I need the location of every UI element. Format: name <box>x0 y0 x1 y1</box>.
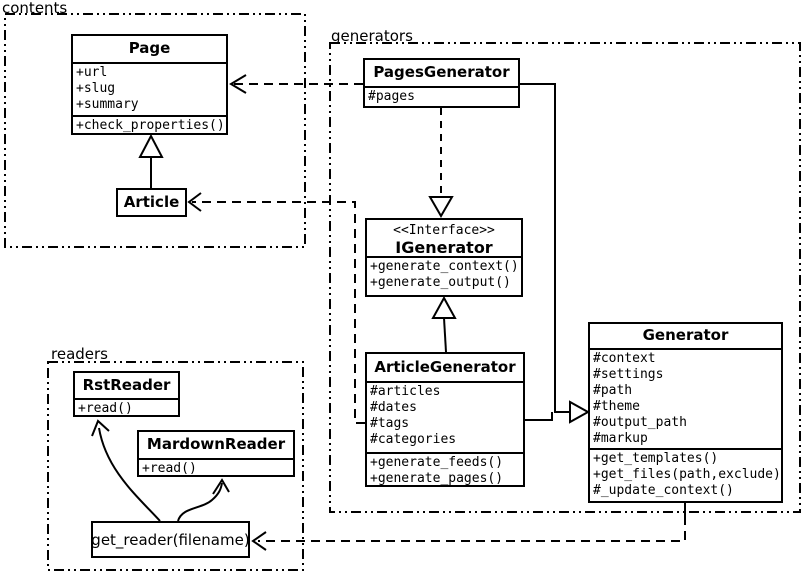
class-article-name: Article <box>123 193 180 211</box>
package-label-contents: contents <box>2 0 68 17</box>
realization-pagesgenerator-igenerator-triangle-icon <box>428 196 454 218</box>
class-generator-attributes: #context #settings #path #theme #output_… <box>590 350 781 450</box>
attribute: +url <box>76 65 108 80</box>
function-box-get-reader: get_reader(filename) <box>91 521 250 558</box>
dependency-pagesgenerator-page-arrowhead-icon <box>229 74 247 94</box>
package-readers-border <box>47 361 304 571</box>
class-rstreader-name: RstReader <box>75 373 178 400</box>
package-generators-border <box>329 42 801 513</box>
class-page-attributes: +url +slug +summary <box>73 64 226 117</box>
attribute: #categories <box>370 432 457 447</box>
attribute: #context <box>593 351 656 366</box>
dependency-articlegenerator-article-line <box>192 201 365 424</box>
class-mardownreader-methods: +read() <box>139 460 293 477</box>
package-label-generators: generators <box>331 27 413 45</box>
generalization-articlegenerator-igenerator-triangle-icon <box>431 295 457 319</box>
generalization-pagesgenerator-generator-line <box>520 83 570 413</box>
package-contents-border <box>4 13 306 248</box>
class-igenerator-name: IGenerator <box>395 238 493 257</box>
attribute: +slug <box>76 81 116 96</box>
class-articlegenerator-attributes: #articles #dates #tags #categories <box>367 383 523 454</box>
class-igenerator-header: <<Interface>> IGenerator <box>367 220 521 258</box>
dependency-generator-getreader-line <box>258 516 686 542</box>
generalization-generator-triangle-icon <box>569 400 591 424</box>
package-label-readers: readers <box>51 345 108 363</box>
class-mardownreader-name: MardownReader <box>139 432 293 460</box>
call-getreader-mardownreader-curve <box>177 482 223 522</box>
generalization-articlegenerator-igenerator-line <box>443 317 447 353</box>
class-generator: Generator #context #settings #path #them… <box>588 322 783 503</box>
method: #_update_context() <box>593 483 734 498</box>
class-rstreader: RstReader +read() <box>73 371 180 417</box>
generalization-article-page-triangle-icon <box>138 133 164 158</box>
attribute: #tags <box>370 416 410 431</box>
attribute: #dates <box>370 400 417 415</box>
class-page-methods: +check_properties() <box>73 117 226 134</box>
call-getreader-mardownreader-arrowhead-icon <box>212 478 230 495</box>
class-article: Article <box>116 188 187 217</box>
attribute: #articles <box>370 384 441 399</box>
generalization-articlegenerator-generator-line <box>525 412 553 421</box>
method: +read() <box>142 461 197 476</box>
call-getreader-rstreader-curve <box>98 427 161 522</box>
call-getreader-rstreader-arrowhead-icon <box>91 419 110 437</box>
class-articlegenerator-name: ArticleGenerator <box>367 354 523 383</box>
attribute: #theme <box>593 399 640 414</box>
method: +read() <box>78 401 133 416</box>
method: +generate_output() <box>370 275 511 290</box>
class-pagesgenerator-attributes: #pages <box>365 88 518 105</box>
class-igenerator-stereotype: <<Interface>> <box>393 223 495 238</box>
class-pagesgenerator: PagesGenerator #pages <box>363 58 520 108</box>
attribute: +summary <box>76 97 139 112</box>
method: +get_files(path,exclude) <box>593 467 779 482</box>
method: +get_templates() <box>593 451 719 466</box>
class-page: Page +url +slug +summary +check_properti… <box>71 34 228 135</box>
attribute: #path <box>593 383 633 398</box>
class-generator-methods: +get_templates() +get_files(path,exclude… <box>590 450 781 499</box>
attribute: #markup <box>593 431 648 446</box>
class-articlegenerator: ArticleGenerator #articles #dates #tags … <box>365 352 525 487</box>
attribute: #pages <box>368 89 415 104</box>
dependency-articlegenerator-article-arrowhead-icon <box>187 192 202 212</box>
class-igenerator: <<Interface>> IGenerator +generate_conte… <box>365 218 523 297</box>
class-igenerator-methods: +generate_context() +generate_output() <box>367 258 521 291</box>
method: +generate_feeds() <box>370 455 504 470</box>
attribute: #output_path <box>593 415 687 430</box>
class-page-name: Page <box>73 36 226 64</box>
class-pagesgenerator-name: PagesGenerator <box>365 60 518 88</box>
method: +generate_context() <box>370 259 519 274</box>
class-rstreader-methods: +read() <box>75 400 178 417</box>
dependency-generator-getreader-arrowhead-icon <box>251 531 267 551</box>
class-generator-name: Generator <box>590 324 781 350</box>
method: +generate_pages() <box>370 471 504 486</box>
class-mardownreader: MardownReader +read() <box>137 430 295 477</box>
class-articlegenerator-methods: +generate_feeds() +generate_pages() <box>367 454 523 487</box>
attribute: #settings <box>593 367 664 382</box>
method: +check_properties() <box>76 118 224 133</box>
